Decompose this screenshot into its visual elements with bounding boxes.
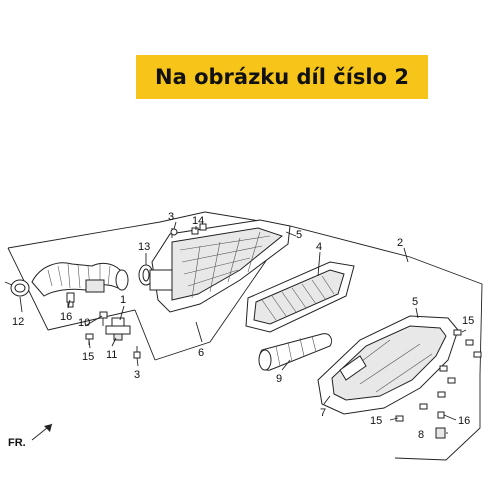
sensor-part-11	[105, 317, 131, 341]
label-15-bottom: 15	[370, 415, 382, 427]
part-number-banner: Na obrázku díl číslo 2	[136, 55, 428, 99]
fitting-part-16	[66, 292, 75, 308]
filter-element-part-4	[245, 261, 355, 333]
label-11: 11	[106, 349, 117, 361]
assembly-outline-bottom	[47, 309, 136, 331]
label-7: 7	[320, 407, 326, 419]
intake-duct	[31, 262, 129, 297]
tube-part-9	[258, 333, 333, 371]
screw-part-3-bottom	[133, 346, 141, 359]
screw-part-3-top	[170, 228, 178, 236]
label-10: 10	[78, 317, 90, 329]
label-6: 6	[198, 347, 204, 359]
label-16-right: 16	[458, 415, 470, 427]
label-8: 8	[418, 429, 424, 441]
assembly-outline-drop	[134, 309, 156, 361]
drain-part-8	[435, 427, 446, 439]
label-9: 9	[276, 373, 282, 385]
label-15-right: 15	[462, 315, 474, 327]
label-5-top: 5	[296, 229, 302, 241]
fitting-part-16-right	[437, 411, 445, 419]
label-13: 13	[138, 241, 150, 253]
bolts-part-15-right	[395, 329, 482, 422]
clamp-part-12	[4, 279, 30, 297]
cover-part-7	[317, 315, 459, 415]
label-4: 4	[316, 241, 322, 253]
banner-text: Na obrázku díl číslo 2	[155, 65, 409, 89]
fr-label: FR.	[8, 437, 26, 449]
label-15-left: 15	[82, 351, 94, 363]
label-1: 1	[120, 294, 126, 306]
label-12: 12	[12, 316, 24, 328]
label-3-top: 3	[168, 211, 174, 223]
assembly-outline	[7, 211, 483, 461]
front-direction-arrow	[31, 423, 53, 441]
label-3-bottom: 3	[134, 369, 140, 381]
label-14: 14	[192, 215, 204, 227]
label-2: 2	[397, 237, 403, 249]
leader-lines	[19, 221, 467, 434]
label-5-right: 5	[412, 296, 418, 308]
housing-part-6	[149, 219, 291, 313]
label-16-left: 16	[60, 311, 72, 323]
assembly-outline-inner	[154, 225, 291, 361]
screw-part-10	[99, 311, 108, 326]
